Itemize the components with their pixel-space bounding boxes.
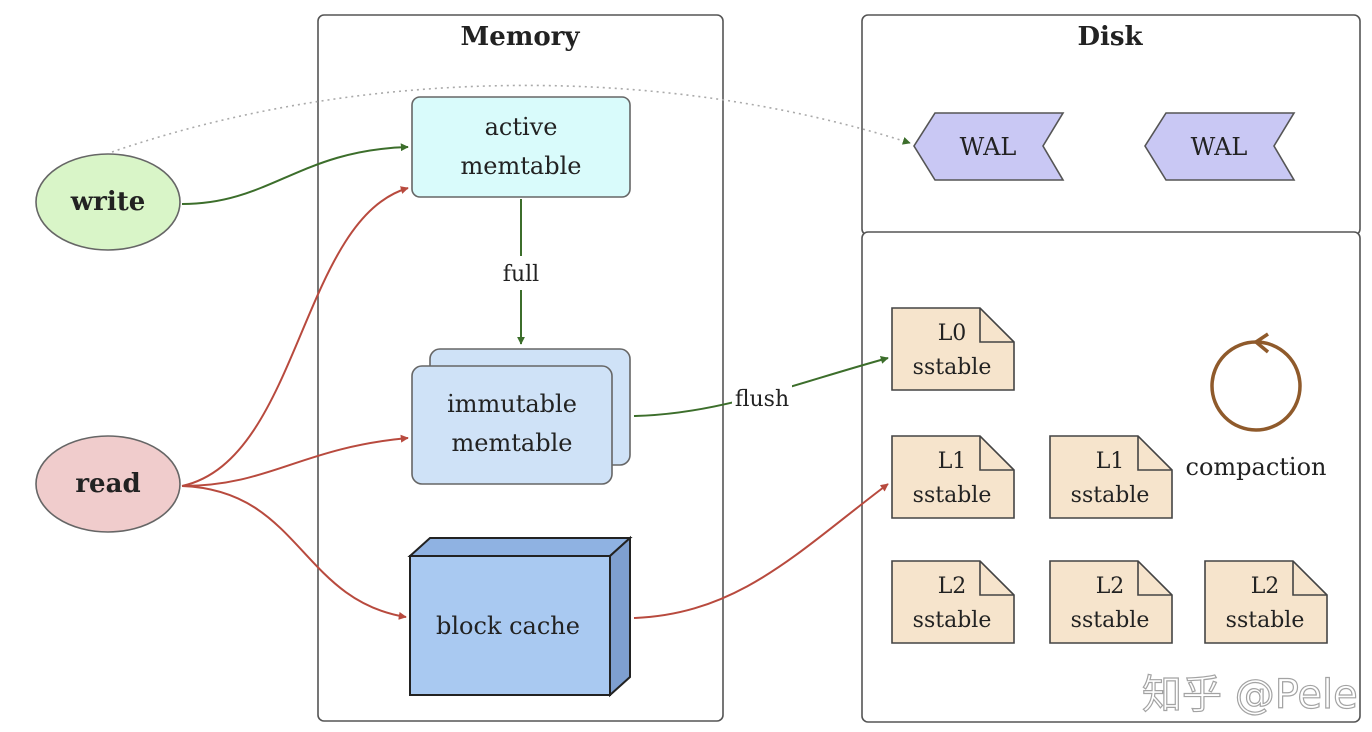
read-to-cache-edge — [181, 485, 407, 620]
block-cache — [409, 555, 611, 696]
wal-log-edge — [111, 84, 911, 153]
wal-shape-1 — [913, 112, 1065, 181]
sstable-l2-a-level: L2 — [938, 574, 967, 599]
block-cache-side — [609, 535, 631, 698]
wal-label-1: WAL — [960, 133, 1017, 161]
sstable-l2-c: L2 sstable — [1204, 560, 1328, 644]
watermark: 知乎 @Pele — [1142, 672, 1358, 718]
sstable-l1-b: L1 sstable — [1049, 435, 1173, 519]
write-node — [35, 153, 181, 251]
sstable-l2-b-shape — [1049, 560, 1173, 644]
sstable-l1-a-level: L1 — [938, 449, 967, 474]
block-cache-top — [407, 537, 633, 557]
sstable-l2-b: L2 sstable — [1049, 560, 1173, 644]
compaction-label: compaction — [1186, 453, 1327, 481]
sstable-l0-fold — [979, 308, 1014, 343]
full-label: full — [503, 262, 539, 287]
active-memtable-line1: active — [485, 113, 558, 141]
sstable-l2-a-label: sstable — [913, 608, 992, 633]
immutable-memtable — [411, 365, 613, 485]
active-memtable — [411, 96, 631, 198]
read-to-active-edge — [181, 186, 409, 487]
sstable-l2-b-fold — [1137, 561, 1172, 596]
write-label: write — [70, 187, 146, 217]
read-to-immutable-edge — [181, 434, 409, 487]
write-to-active-edge — [181, 143, 409, 205]
active-memtable-line2: memtable — [461, 152, 582, 180]
sstable-l2-b-label: sstable — [1071, 608, 1150, 633]
sstable-l2-c-fold — [1292, 561, 1327, 596]
flush-label: flush — [735, 387, 789, 412]
sstable-l0-label: sstable — [913, 355, 992, 380]
read-label: read — [75, 469, 140, 499]
sstable-l1-b-label: sstable — [1071, 483, 1150, 508]
disk-title: Disk — [1077, 22, 1143, 52]
immutable-memtable-line1: immutable — [447, 390, 577, 418]
sstable-l1-b-shape — [1049, 435, 1173, 519]
block-cache-label: block cache — [436, 612, 580, 640]
sstable-l1-a-shape — [891, 435, 1015, 519]
immutable-memtable-line2: memtable — [452, 429, 573, 457]
sstable-l2-a: L2 sstable — [891, 560, 1015, 644]
wal-shape-2 — [1144, 112, 1296, 181]
sstable-l2-c-shape — [1204, 560, 1328, 644]
sstable-l2-b-level: L2 — [1096, 574, 1125, 599]
cache-to-sstable-edge — [633, 483, 889, 619]
sstable-l2-c-label: sstable — [1226, 608, 1305, 633]
flush-label-bg — [732, 384, 792, 414]
sstable-l1-a-fold — [979, 436, 1014, 471]
sstable-l2-c-level: L2 — [1251, 574, 1280, 599]
compaction-arrowhead-icon — [1254, 332, 1270, 354]
sstable-l1-b-fold — [1137, 436, 1172, 471]
read-node — [35, 435, 181, 533]
sstable-l0-shape — [891, 307, 1015, 391]
sstable-l2-a-fold — [979, 561, 1014, 596]
memory-title: Memory — [461, 22, 581, 52]
wal-label-2: WAL — [1191, 133, 1248, 161]
sstable-l1-b-level: L1 — [1096, 449, 1125, 474]
sstable-l1-a-label: sstable — [913, 483, 992, 508]
sstable-l2-a-shape — [891, 560, 1015, 644]
sstable-l0: L0 sstable — [891, 307, 1015, 391]
full-label-bg — [498, 256, 544, 290]
sstable-l1-a: L1 sstable — [891, 435, 1015, 519]
sstable-l0-level: L0 — [938, 321, 967, 346]
